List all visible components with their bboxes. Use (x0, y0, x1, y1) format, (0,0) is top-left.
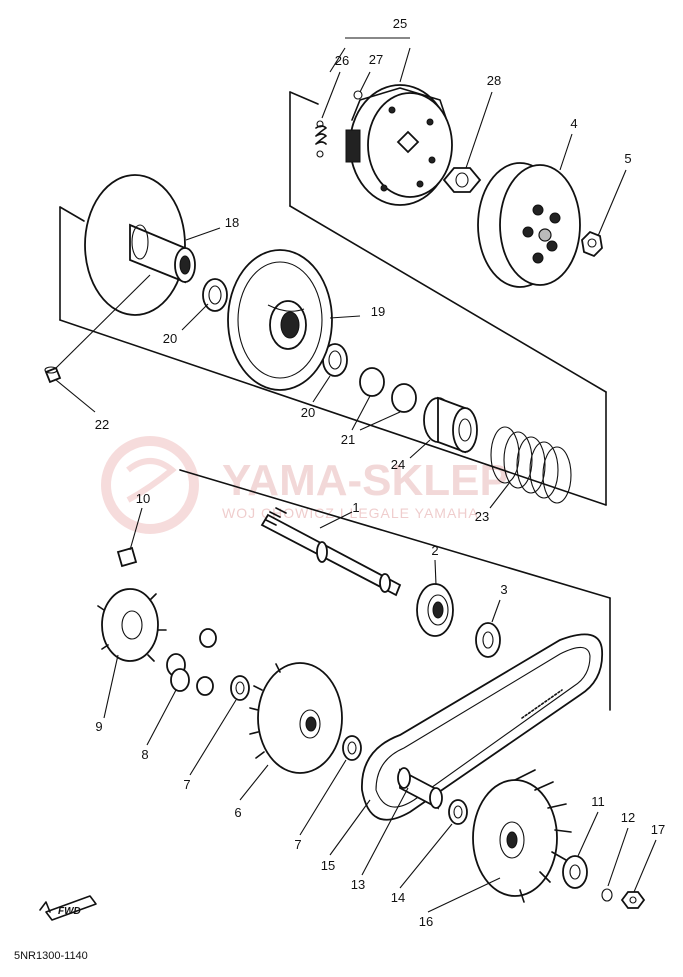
callout-16: 16 (419, 914, 433, 929)
collar-left (230, 675, 250, 701)
callout-7-left: 7 (183, 777, 190, 792)
sleeve (397, 767, 443, 810)
callout-12: 12 (621, 810, 635, 825)
clutch-nut (442, 167, 482, 193)
primary-fixed-sheave (472, 769, 572, 903)
callout-28: 28 (487, 73, 501, 88)
callout-27: 27 (369, 52, 383, 67)
callout-2: 2 (431, 543, 438, 558)
watermark: YAMA-SKLEP WOJ CHOWICZ I LEGALE YAMAHA (101, 436, 509, 534)
washer (475, 622, 501, 658)
callout-3: 3 (500, 582, 507, 597)
callout-18: 18 (225, 215, 239, 230)
callout-23: 23 (475, 509, 489, 524)
leader-lines (55, 37, 657, 913)
clutch-spring (315, 120, 327, 158)
callout-24: 24 (391, 457, 405, 472)
spring-seat (423, 396, 478, 454)
callout-numbers: 25 26 27 28 4 5 18 20 19 20 21 24 23 22 … (95, 16, 665, 929)
clutch-housing (477, 162, 581, 288)
callout-13: 13 (351, 877, 365, 892)
watermark-title: YAMA-SKLEP (222, 456, 509, 505)
guide-pin (44, 366, 62, 384)
secondary-fixed-sheave (84, 174, 196, 316)
oil-seal-upper (202, 278, 228, 312)
callout-10: 10 (136, 491, 150, 506)
spacer-collar (448, 799, 468, 825)
callout-1: 1 (352, 500, 359, 515)
cam-plate (97, 588, 167, 662)
primary-sliding-sheave (249, 662, 343, 774)
callout-7-right: 7 (294, 837, 301, 852)
diagram-code: 5NR1300-1140 (14, 950, 88, 962)
forward-arrow: FWD (39, 895, 97, 921)
callout-15: 15 (321, 858, 335, 873)
callout-4: 4 (570, 116, 577, 131)
clip (353, 90, 363, 100)
callout-20-upper: 20 (163, 331, 177, 346)
callout-17: 17 (651, 822, 665, 837)
callout-5: 5 (624, 151, 631, 166)
sheave-nut (620, 891, 646, 909)
forward-label: FWD (58, 906, 81, 917)
collar-right (342, 735, 362, 761)
o-rings (359, 367, 417, 413)
slider (116, 546, 138, 568)
clutch-carrier (345, 84, 453, 206)
callout-25: 25 (393, 16, 407, 31)
shaft-bearing (416, 583, 454, 637)
sheave-washer (562, 855, 588, 889)
callout-14: 14 (391, 890, 405, 905)
lower-assembly-outline (179, 469, 611, 711)
callout-26: 26 (335, 53, 349, 68)
callout-19: 19 (371, 304, 385, 319)
primary-shaft (260, 507, 402, 597)
callout-9: 9 (95, 719, 102, 734)
callout-8: 8 (141, 747, 148, 762)
weight-rollers (166, 628, 217, 696)
lock-washer (601, 888, 613, 902)
callout-21: 21 (341, 432, 355, 447)
v-belt (361, 633, 603, 821)
callout-22: 22 (95, 417, 109, 432)
callout-11: 11 (591, 794, 605, 809)
callout-6: 6 (234, 805, 241, 820)
compression-spring (490, 426, 572, 504)
secondary-sliding-sheave (227, 249, 333, 391)
callout-20-lower: 20 (301, 405, 315, 420)
housing-nut (581, 230, 603, 258)
